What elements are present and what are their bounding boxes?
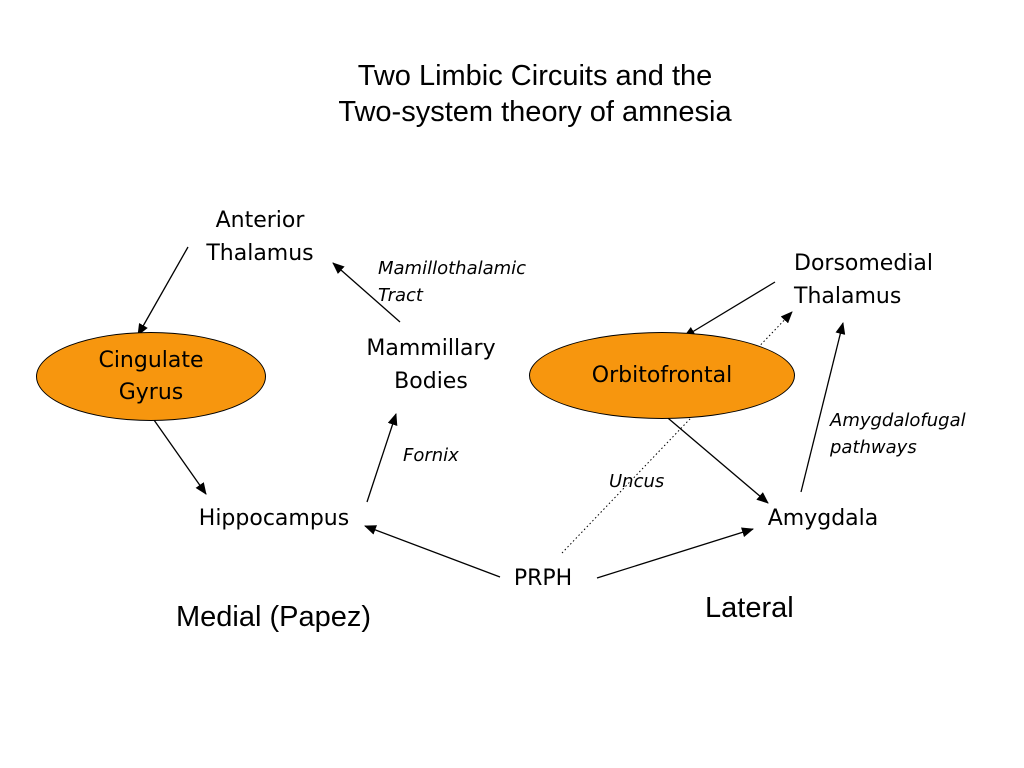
amygdalofugal-line-2: pathways <box>830 437 917 458</box>
arrow-prph-to-hippocampus <box>364 525 501 578</box>
dorsomedial-thalamus-line-2: Thalamus <box>794 284 902 309</box>
cingulate-gyrus-line-1: Cingulate <box>98 347 204 373</box>
diagram-title: Two Limbic Circuits and the Two-system t… <box>0 58 1024 130</box>
label-amygdalofugal-pathways: Amygdalofugal pathways <box>830 407 966 461</box>
node-amygdala: Amygdala <box>767 506 879 531</box>
node-orbitofrontal: Orbitofrontal <box>529 332 795 419</box>
label-uncus: Uncus <box>609 471 665 492</box>
amygdalofugal-line-1: Amygdalofugal <box>830 410 966 431</box>
node-prph: PRPH <box>513 566 573 591</box>
node-cingulate-gyrus: Cingulate Gyrus <box>36 332 266 421</box>
label-fornix: Fornix <box>403 445 459 466</box>
caption-lateral: Lateral <box>705 592 794 624</box>
label-mamillothalamic-tract: Mamillothalamic Tract <box>378 255 526 309</box>
node-hippocampus: Hippocampus <box>198 506 350 531</box>
arrow-prph-to-amygdala <box>596 527 754 579</box>
arrow-amygdala-to-dorsomedial <box>800 322 846 493</box>
title-line-2: Two-system theory of amnesia <box>338 96 732 128</box>
anterior-thalamus-line-1: Anterior <box>215 208 305 233</box>
orbitofrontal-label: Orbitofrontal <box>591 362 733 388</box>
arrow-dorsomedial-to-orbitofrontal <box>683 281 776 338</box>
node-anterior-thalamus: Anterior Thalamus <box>190 204 330 270</box>
node-dorsomedial-thalamus: Dorsomedial Thalamus <box>794 247 933 313</box>
mammillary-bodies-line-2: Bodies <box>394 369 468 394</box>
dorsomedial-thalamus-line-1: Dorsomedial <box>794 251 934 276</box>
node-mammillary-bodies: Mammillary Bodies <box>351 332 511 398</box>
arrow-hippocampus-to-mammillary <box>366 413 398 503</box>
mamillothalamic-line-2: Tract <box>378 285 423 306</box>
anterior-thalamus-line-2: Thalamus <box>206 241 314 266</box>
mammillary-bodies-line-1: Mammillary <box>366 336 496 361</box>
arrow-mammillary-to-anterior-thalamus <box>332 262 401 323</box>
cingulate-gyrus-line-2: Gyrus <box>118 379 184 405</box>
arrow-anterior-thalamus-to-cingulate <box>137 246 189 336</box>
mamillothalamic-line-1: Mamillothalamic <box>378 258 527 279</box>
arrow-cingulate-to-hippocampus <box>153 419 207 495</box>
title-line-1: Two Limbic Circuits and the <box>357 60 713 92</box>
caption-medial: Medial (Papez) <box>176 601 372 633</box>
